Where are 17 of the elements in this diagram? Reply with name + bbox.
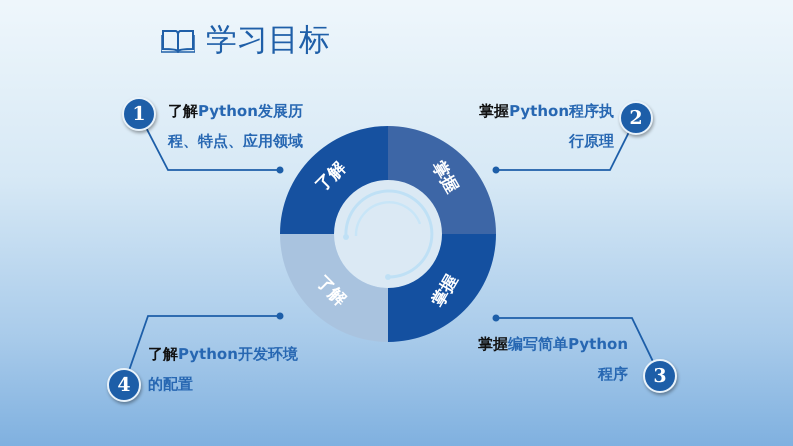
objective-text: 掌握Python程序执行原理 <box>478 101 614 152</box>
segment-label: 掌握 <box>427 156 464 198</box>
leader-line <box>492 132 630 174</box>
leader-line <box>492 314 654 362</box>
number-badge: 3 <box>643 359 677 393</box>
leader-line <box>146 128 284 174</box>
number-badge: 1 <box>122 97 156 131</box>
objective-text: 了解Python开发环境的配置 <box>148 344 299 395</box>
objective-text: 了解Python发展历程、特点、应用领域 <box>168 101 304 152</box>
number-badge: 2 <box>619 101 653 135</box>
segment-label: 掌握 <box>427 270 464 312</box>
segment-label: 了解 <box>310 271 351 312</box>
segment-label: 了解 <box>310 156 351 198</box>
leader-line <box>128 312 284 370</box>
objective-text: 掌握编写简单Python程序 <box>477 334 628 385</box>
number-badge: 4 <box>107 368 141 402</box>
title: 学习目标 <box>206 21 330 60</box>
